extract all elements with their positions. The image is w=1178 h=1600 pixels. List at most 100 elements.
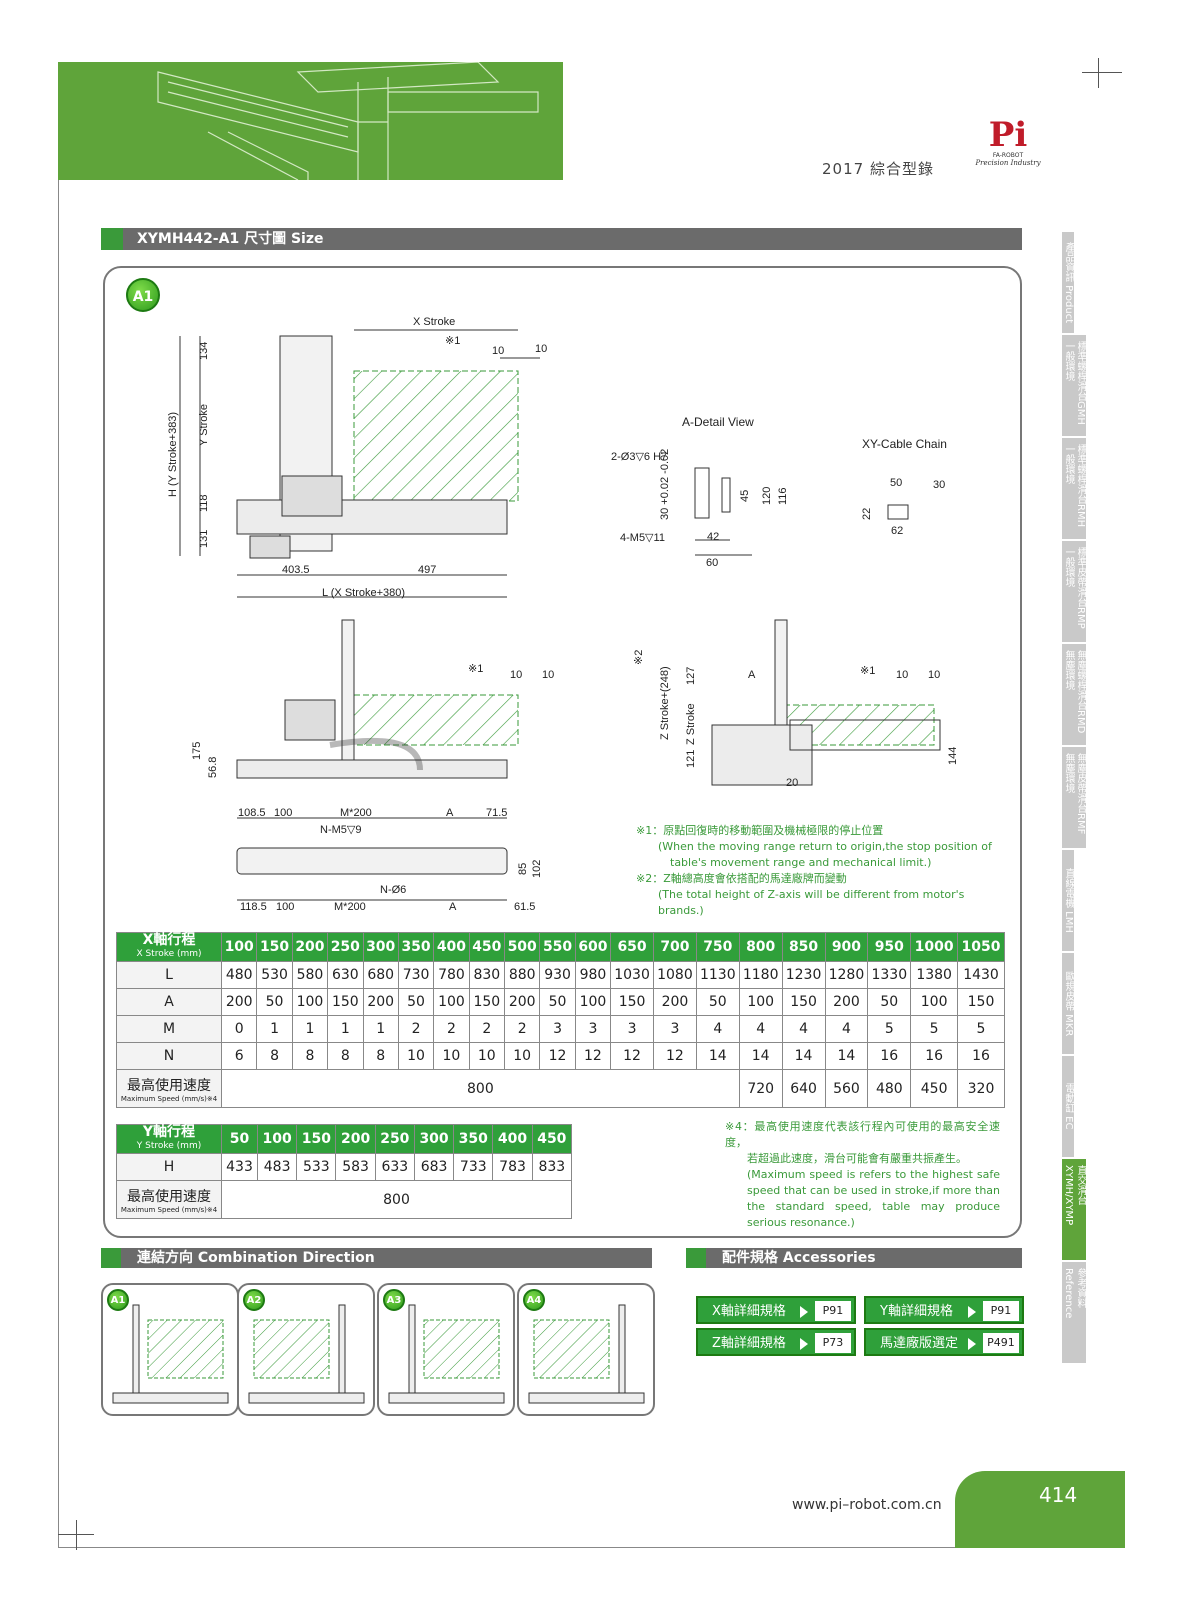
table-cell: 12 <box>610 1042 654 1070</box>
table-cell: 1380 <box>910 961 959 989</box>
table-cell: 2 <box>503 1015 541 1043</box>
bottom-dim-71-5: 71.5 <box>486 807 507 819</box>
y-stroke-value: 450 <box>531 1124 573 1154</box>
table-cell: 1030 <box>610 961 654 989</box>
x-stroke-value: 150 <box>256 932 293 962</box>
front-view <box>179 329 540 598</box>
table-cell: 1330 <box>867 961 912 989</box>
sidebar-tab[interactable]: 直線電機 LMH <box>1062 850 1074 953</box>
combination-diagram <box>528 1304 645 1404</box>
x-stroke-value: 600 <box>574 932 612 962</box>
dim-20: 20 <box>786 777 798 789</box>
table-cell: 433 <box>221 1153 258 1181</box>
bottom-dim-118-5: 118.5 <box>240 901 267 913</box>
detail-hole-spec: 2-Ø3▽6 H7 <box>611 451 667 463</box>
table-cell: 4 <box>738 1015 783 1043</box>
row-label: A <box>116 988 222 1016</box>
sidebar-tab[interactable]: 標準皮帶滑台RMP 一般環境 <box>1062 541 1086 644</box>
table-cell: 4 <box>695 1015 740 1043</box>
table-cell: 50 <box>695 988 740 1016</box>
note-2-zh: ※2：Z軸總高度會依搭配的馬達廠牌而變動 <box>636 872 847 885</box>
logo-subtitle: FA-ROBOT <box>992 152 1024 159</box>
ref-mark-1-end: ※1 <box>860 665 875 677</box>
accessory-link[interactable]: X軸詳細規格 P91 <box>696 1296 856 1324</box>
combination-badge: A2 <box>243 1289 265 1311</box>
sidebar-tab[interactable]: 產品資訊 Product <box>1062 232 1074 335</box>
table-cell: 1180 <box>738 961 783 989</box>
side-view <box>236 619 519 779</box>
sidebar-tab[interactable]: 標準螺桿滑台GMH 一般環境 <box>1062 335 1086 438</box>
dim-10-e: 10 <box>896 669 908 681</box>
section-marker <box>686 1248 706 1268</box>
table-cell: 16 <box>910 1042 959 1070</box>
table-cell: 530 <box>256 961 293 989</box>
x-stroke-value: 250 <box>327 932 364 962</box>
play-arrow-icon <box>800 1338 808 1350</box>
table-cell: 1080 <box>653 961 697 989</box>
combination-badge: A3 <box>383 1289 405 1311</box>
z-stroke-label: Z Stroke <box>685 703 697 745</box>
table-cell: 100 <box>291 988 329 1016</box>
dim-62: 62 <box>891 525 903 537</box>
detail-tap-spec: 4-M5▽11 <box>620 532 665 544</box>
table-cell: 2 <box>468 1015 506 1043</box>
sidebar-tab[interactable]: 電動缸 EC <box>1062 1056 1074 1159</box>
accessory-label: X軸詳細規格 <box>712 1304 786 1319</box>
x-stroke-value: 500 <box>503 932 541 962</box>
dim-118: 118 <box>198 494 210 512</box>
table-cell: 1 <box>256 1015 293 1043</box>
dim-131: 131 <box>198 530 210 548</box>
table-cell: 1230 <box>781 961 826 989</box>
bottom-a-top: A <box>446 807 454 819</box>
table-cell: 580 <box>291 961 329 989</box>
table-cell: 8 <box>256 1042 293 1070</box>
table-cell: 10 <box>433 1042 470 1070</box>
h-dimension-label: H (Y Stroke+383) <box>167 412 179 497</box>
note-1-en-1: (When the moving range return to origin,… <box>658 840 992 853</box>
table-cell: 1130 <box>695 961 740 989</box>
accessory-page: P91 <box>815 1301 851 1321</box>
accessory-page: P91 <box>983 1301 1019 1321</box>
dim-116: 116 <box>777 487 789 505</box>
table-cell: 630 <box>327 961 364 989</box>
dim-56-8: 56.8 <box>207 757 219 778</box>
sidebar-tab[interactable]: 直交滑台 XYMH/XYMP <box>1062 1159 1086 1262</box>
speed-value: 480 <box>867 1069 912 1108</box>
sidebar-tab[interactable]: 無塵螺桿滑台RMD 無塵環境 <box>1062 644 1086 747</box>
combination-panel: A2 <box>237 1283 375 1416</box>
table-cell: 200 <box>824 988 869 1016</box>
dim-10-a: 10 <box>492 345 504 357</box>
play-arrow-icon <box>800 1306 808 1318</box>
combination-panel: A1 <box>101 1283 239 1416</box>
table-cell: 633 <box>374 1153 415 1181</box>
sidebar-tab[interactable]: 無塵皮帶滑台RMF 無塵環境 <box>1062 747 1086 850</box>
note-4-zh-2: 若超過此速度，滑台可能會有嚴重共振產生。 <box>747 1152 967 1165</box>
table-cell: 14 <box>781 1042 826 1070</box>
sidebar-tab[interactable]: 標準螺桿滑台RMH 一般環境 <box>1062 438 1086 541</box>
notes-block: ※1：原點回復時的移動範圍及機械極限的停止位置 (When the moving… <box>636 823 1006 919</box>
table-cell: 2 <box>433 1015 470 1043</box>
dim-50: 50 <box>890 477 902 489</box>
table-cell: 8 <box>327 1042 364 1070</box>
x-stroke-value: 750 <box>695 932 740 962</box>
section-title: XYMH442-A1 尺寸圖 Size <box>137 231 324 247</box>
sidebar-tab[interactable]: 歐規皮帶 MKR <box>1062 953 1074 1056</box>
sidebar-tab[interactable]: 參考資料 Reference <box>1062 1262 1086 1365</box>
detail-view-title: A-Detail View <box>682 415 754 429</box>
page-number: 414 <box>955 1471 1125 1548</box>
dim-497: 497 <box>418 564 436 576</box>
table-cell: 100 <box>738 988 783 1016</box>
x-stroke-value: 200 <box>291 932 329 962</box>
table-cell: 12 <box>574 1042 612 1070</box>
x-stroke-value: 400 <box>433 932 470 962</box>
speed-value: 720 <box>738 1069 783 1108</box>
dim-45: 45 <box>739 490 751 502</box>
bottom-dim-100-top: 100 <box>274 807 292 819</box>
